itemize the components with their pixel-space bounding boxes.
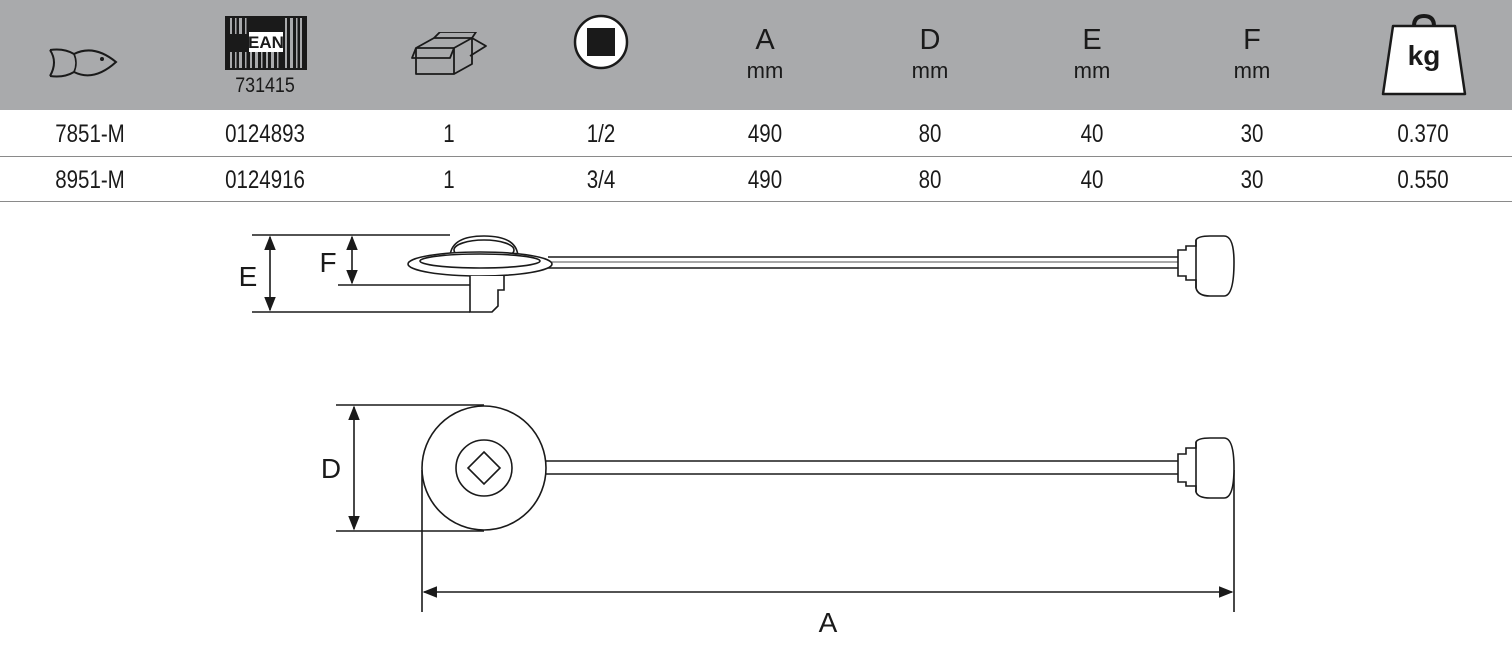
cell-d: 80: [918, 166, 942, 194]
cell-ref: 7851-M: [55, 120, 125, 148]
side-view: [252, 234, 1235, 313]
cell-ref: 8951-M: [55, 166, 125, 194]
col-header-e: E mm: [1073, 24, 1111, 83]
cell-e: 40: [1080, 120, 1104, 148]
table-row: 8951-M 0124916 1 3/4 490 80 40 30 0.550: [0, 157, 1512, 203]
cell-kg: 0.370: [1397, 120, 1449, 148]
dim-label-d: D: [321, 453, 341, 484]
cell-f: 30: [1240, 120, 1264, 148]
cell-a: 490: [747, 120, 783, 148]
cell-drive: 1/2: [586, 120, 616, 148]
cell-qty: 1: [443, 120, 455, 148]
box-icon: [411, 32, 487, 75]
fish-icon: [49, 48, 118, 78]
col-header-f: F mm: [1233, 24, 1271, 83]
weight-icon: kg: [1381, 14, 1467, 96]
cell-f: 30: [1240, 166, 1264, 194]
ean-barcode-icon: EAN: [225, 16, 307, 70]
dim-label-e: E: [239, 261, 258, 292]
col-header-d: D mm: [911, 24, 949, 83]
cell-d: 80: [918, 120, 942, 148]
square-drive-icon: [573, 14, 629, 70]
cell-qty: 1: [443, 166, 455, 194]
weight-label: kg: [1408, 40, 1441, 71]
table-row: 7851-M 0124893 1 1/2 490 80 40 30 0.370: [0, 111, 1512, 157]
top-view: [336, 404, 1235, 612]
ean-code: 731415: [235, 74, 295, 97]
col-header-a: A mm: [746, 24, 784, 83]
dim-label-f: F: [319, 247, 336, 278]
row-divider: [0, 156, 1512, 157]
cell-e: 40: [1080, 166, 1104, 194]
row-divider: [0, 201, 1512, 202]
cell-ean: 0124916: [225, 166, 305, 194]
cell-drive: 3/4: [586, 166, 616, 194]
technical-drawing: E F D A: [239, 234, 1235, 638]
ean-logo-text: EAN: [248, 33, 284, 52]
cell-ean: 0124893: [225, 120, 305, 148]
dim-label-a: A: [819, 607, 838, 638]
cell-kg: 0.550: [1397, 166, 1449, 194]
table-header: EAN 731415 A mm D mm E mm F mm kg: [0, 0, 1512, 110]
cell-a: 490: [747, 166, 783, 194]
